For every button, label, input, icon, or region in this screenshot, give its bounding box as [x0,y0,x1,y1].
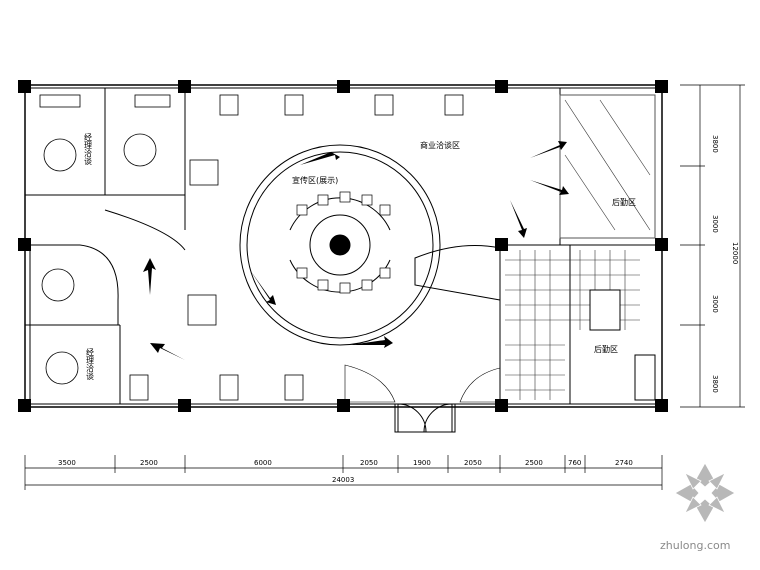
office-upper-label: 后勤区 [612,197,636,207]
watermark-text: zhulong.com [660,539,730,552]
hdim-7: 2500 [525,459,543,467]
table-sets [39,94,464,401]
vip-room-label-top: 经理洽谈 [84,132,93,166]
watermark-logo [674,462,736,524]
office-lower-label: 后勤区 [594,344,618,354]
vdim-2: 3000 [711,215,719,233]
business-area-label: 商业洽谈区 [420,140,460,150]
reception-label: 宣传区(展示) [292,175,338,185]
hdim-9: 2740 [615,459,633,467]
hdim-8: 760 [568,459,581,467]
vdim-1: 3800 [711,135,719,153]
vdim-3: 3000 [711,295,719,313]
hdim-6: 2050 [464,459,482,467]
flow-arrows [143,141,569,360]
hdim-2: 2500 [140,459,158,467]
vdim-total: 12000 [731,242,739,264]
hdim-3: 6000 [254,459,272,467]
hdim-5: 1900 [413,459,431,467]
vdim-4: 3800 [711,375,719,393]
columns [18,80,668,412]
hdim-4: 2050 [360,459,378,467]
hdim-1: 3500 [58,459,76,467]
hdim-total: 24003 [332,476,354,484]
vip-room-label-bottom: 经理洽谈 [86,347,95,381]
reception-circle [239,144,441,346]
